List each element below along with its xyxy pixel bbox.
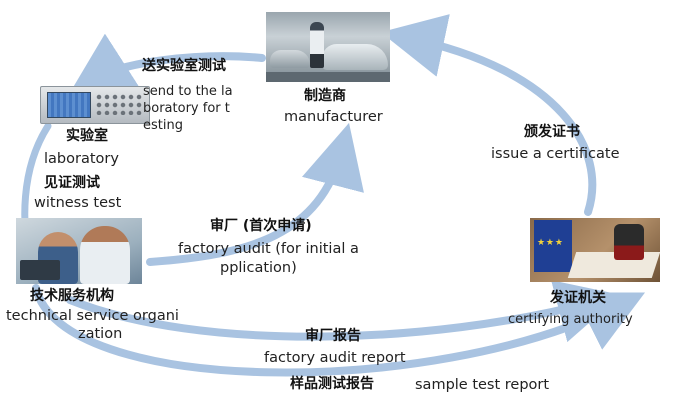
arrow-technical-service-to-manufacturer [146, 122, 364, 266]
factory-audit-report-label-zh: 审厂报告 [305, 328, 361, 344]
technical-service-label-en-2: zation [78, 326, 123, 342]
issue-certificate-label-en: issue a certificate [491, 146, 620, 162]
arrow-laboratory-to-certifying-authority [32, 284, 646, 377]
technical-service-label-zh: 技术服务机构 [30, 288, 114, 304]
send-to-lab-label-en-3: esting [143, 118, 183, 133]
witness-test-label-en: witness test [34, 195, 122, 211]
certifying-authority-label-en: certifying authority [508, 312, 633, 327]
factory-audit-label-zh: 审厂 (首次申请) [210, 218, 312, 234]
arrow-technical-service-to-certifying-authority [66, 280, 622, 343]
sample-test-report-label-zh: 样品测试报告 [290, 376, 374, 392]
factory-audit-label-en-1: factory audit (for initial a [178, 241, 359, 257]
arrow-certifying-authority-to-manufacturer [380, 14, 597, 216]
issue-certificate-label-zh: 颁发证书 [524, 124, 580, 140]
factory-audit-label-en-2: pplication) [220, 260, 297, 276]
arrow-manufacturer-to-laboratory [68, 33, 266, 96]
manufacturer-image [266, 12, 390, 82]
factory-audit-report-label-en: factory audit report [264, 350, 406, 366]
technical-service-label-en-1: technical service organi [6, 308, 179, 324]
send-to-lab-label-en-1: send to the la [143, 84, 233, 99]
manufacturer-label-zh: 制造商 [304, 88, 346, 104]
manufacturer-label-en: manufacturer [284, 109, 383, 125]
send-to-lab-label-en-2: boratory for t [143, 101, 230, 116]
technical-service-image [16, 218, 142, 284]
laboratory-image [40, 86, 150, 124]
laboratory-label-en: laboratory [44, 151, 119, 167]
certifying-authority-label-zh: 发证机关 [550, 290, 606, 306]
laboratory-label-zh: 实验室 [66, 128, 108, 144]
certifying-authority-image [530, 218, 660, 282]
send-to-lab-label-zh: 送实验室测试 [142, 58, 226, 74]
sample-test-report-label-en: sample test report [415, 377, 550, 393]
witness-test-label-zh: 见证测试 [44, 175, 100, 191]
